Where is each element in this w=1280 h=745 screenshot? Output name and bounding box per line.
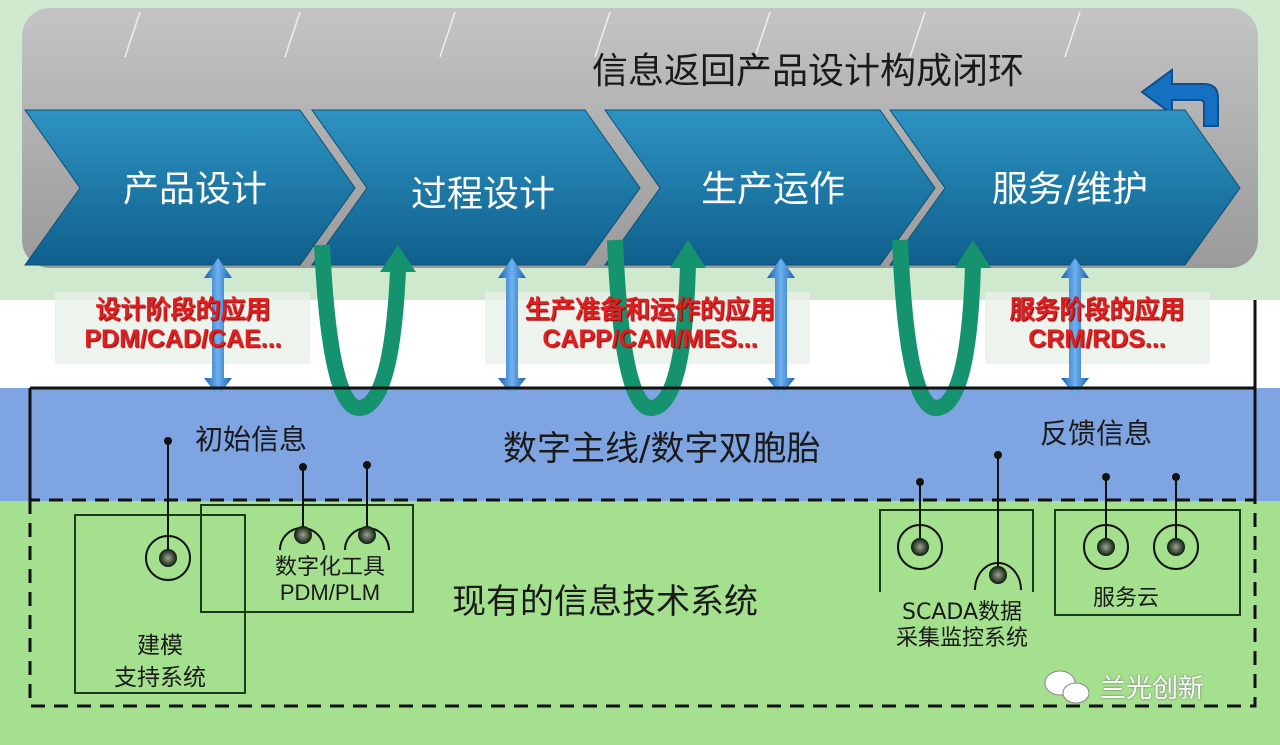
digital-thread-label: 数字主线/数字双胞胎 [503, 429, 821, 469]
loop-title: 信息返回产品设计构成闭环 [592, 51, 1025, 92]
chevron-production [604, 109, 936, 266]
chevron-product-design [24, 109, 356, 266]
scada-line1: SCADA数据 [902, 600, 1022, 625]
node-dots [159, 526, 1185, 584]
digital-tools-line2: PDM/PLM [279, 580, 381, 606]
modeling-system-line2: 支持系统 [114, 665, 206, 692]
app-production: 生产准备和运作的应用 CAPP/CAM/MES... [525, 296, 775, 354]
feedback-loops [314, 239, 981, 416]
it-systems-label: 现有的信息技术系统 [452, 582, 758, 622]
stage-product-design: 产品设计 [122, 169, 268, 210]
app-design-title: 设计阶段的应用 [95, 296, 271, 324]
app-production-title: 生产准备和运作的应用 [524, 296, 776, 324]
chevron-process-design [311, 109, 641, 266]
modeling-system-line1: 建模 [137, 633, 183, 659]
stage-production: 生产运作 [700, 169, 846, 210]
app-service-title: 服务阶段的应用 [1009, 296, 1185, 324]
app-design-systems: PDM/CAD/CAE... [84, 324, 282, 353]
digital-tools-line1: 数字化工具 [274, 555, 386, 580]
it-systems-band [0, 501, 1280, 745]
watermark: 兰光创新 [1100, 674, 1205, 704]
modeling-system: 建模 支持系统 [114, 630, 206, 694]
service-cloud: 服务云 [1093, 586, 1160, 611]
app-design: 设计阶段的应用 PDM/CAD/CAE... [84, 296, 281, 354]
scada-line2: 采集监控系统 [895, 626, 1029, 652]
vertical-arrows [204, 258, 1089, 396]
initial-info-label: 初始信息 [195, 423, 308, 456]
stage-service: 服务/维护 [991, 169, 1149, 210]
return-arrow-icon [1140, 68, 1219, 127]
stage-process-design: 过程设计 [410, 174, 556, 215]
app-service-systems: CRM/RDS... [1028, 324, 1166, 353]
app-production-systems: CAPP/CAM/MES... [542, 324, 758, 353]
chevron-service [889, 109, 1241, 266]
scada-system: SCADA数据 采集监控系统 [896, 600, 1028, 653]
wechat-icon [1044, 670, 1090, 704]
feedback-info-label: 反馈信息 [1040, 417, 1153, 450]
app-service: 服务阶段的应用 CRM/RDS... [1009, 296, 1184, 354]
digital-tools: 数字化工具 PDM/PLM [275, 555, 385, 606]
